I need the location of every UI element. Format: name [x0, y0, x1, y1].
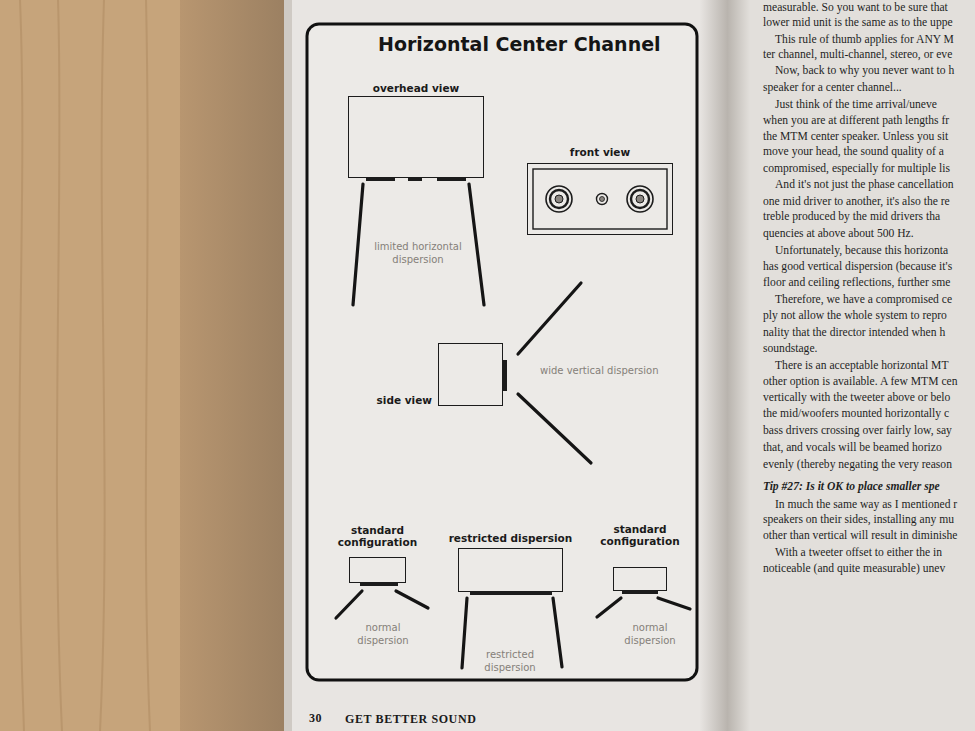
- dispersion-line: [518, 394, 591, 463]
- body-text-line: speaker for a center channel...: [763, 81, 902, 95]
- body-text-line: other than vertical will result in dimin…: [763, 529, 957, 543]
- body-text-line: measurable. So you want to be sure that: [763, 1, 948, 15]
- woofer: [546, 186, 572, 212]
- dispersion-line: [658, 598, 690, 609]
- gutter-shadow: [700, 0, 750, 731]
- running-footer: GET BETTER SOUND: [345, 712, 476, 727]
- wood-grain: [19, 0, 24, 731]
- body-text-line: vertically with the tweeter above or bel…: [763, 391, 950, 405]
- body-text-line: one mid driver to another, it's also the…: [763, 195, 950, 209]
- tweeter-dome: [600, 197, 605, 202]
- dispersion-line: [553, 598, 562, 667]
- body-text-line: the MTM center speaker. Unless you sit: [763, 130, 948, 144]
- body-text-line: There is an acceptable horizontal MT: [775, 359, 949, 373]
- body-text-line: bass drivers crossing over fairly low, s…: [763, 424, 952, 438]
- body-text-line: floor and ceiling reflections, further s…: [763, 276, 950, 290]
- dispersion-line: [396, 591, 428, 608]
- body-text-line: compromised, especially for multiple lis: [763, 162, 950, 176]
- body-text-line: move your head, the sound quality of a: [763, 145, 944, 159]
- view-heading: front view: [570, 146, 630, 159]
- woofer-cap: [636, 195, 644, 203]
- dispersion-note: wide vertical dispersion: [540, 365, 659, 378]
- wood-table: [0, 0, 180, 731]
- dispersion-line: [353, 184, 363, 305]
- woofer-cone: [550, 190, 568, 208]
- speaker-front-lip: [408, 178, 422, 181]
- dispersion-note: normal dispersion: [619, 622, 681, 647]
- dispersion-line: [518, 283, 581, 354]
- body-text-line: quencies at above about 500 Hz.: [763, 227, 914, 241]
- tweeter: [597, 194, 608, 205]
- woofer: [546, 186, 653, 212]
- body-text-line: ter channel, multi-channel, stereo, or e…: [763, 48, 952, 62]
- speaker-front-lip: [622, 591, 658, 594]
- dispersion-line: [597, 598, 621, 617]
- speaker-front-lip: [366, 178, 395, 181]
- body-text-line: treble produced by the mid drivers tha: [763, 210, 940, 224]
- speaker-front-lip: [366, 178, 466, 181]
- dispersion-line: [469, 184, 484, 305]
- wood-grain: [19, 0, 150, 731]
- view-heading: restricted dispersion: [449, 532, 573, 545]
- body-text-line: ply not allow the whole system to repro: [763, 309, 947, 323]
- woofer: [627, 186, 653, 212]
- body-text-line: Therefore, we have a compromised ce: [775, 293, 952, 307]
- speaker-box: standard configuration: [349, 557, 406, 583]
- body-text-line: Just think of the time arrival/uneve: [775, 98, 937, 112]
- wood-grain: [57, 0, 62, 731]
- left-page: [292, 0, 712, 731]
- wood-grain: [100, 0, 105, 731]
- woofer-cone: [631, 190, 649, 208]
- wood-grain: [146, 0, 150, 731]
- body-text-line: evenly (thereby negating the very reason: [763, 458, 952, 472]
- speaker-front-lip: [470, 592, 552, 595]
- speaker-front-lip: [360, 583, 398, 586]
- wood-shadow: [180, 0, 290, 731]
- body-text-line: the mid/woofers mounted horizontally c: [763, 407, 949, 421]
- speaker-front-lip: [437, 178, 466, 181]
- speaker-box: restricted dispersion: [458, 548, 563, 592]
- diagram-title: Horizontal Center Channel: [378, 33, 661, 55]
- speaker-front-lip: [503, 360, 507, 391]
- speaker-baffle: [533, 169, 667, 229]
- speaker-box: front view: [527, 163, 673, 235]
- body-text-line: This rule of thumb applies for ANY M: [775, 33, 954, 47]
- body-text-line: other option is available. A few MTM cen: [763, 375, 957, 389]
- view-heading: overhead view: [373, 82, 459, 95]
- diagram-frame: [307, 24, 697, 680]
- view-heading: standard configuration: [592, 523, 688, 548]
- dispersion-note: limited horizontal dispersion: [372, 241, 464, 266]
- speaker-box: side view: [438, 343, 503, 406]
- body-text-line: And it's not just the phase cancellation: [775, 178, 954, 192]
- body-text-line: soundstage.: [763, 342, 817, 356]
- view-heading: side view: [377, 394, 432, 407]
- body-text-line: has good vertical dispersion (because it…: [763, 260, 952, 274]
- view-heading: standard configuration: [330, 524, 426, 549]
- body-text-line: speakers on their sides, installing any …: [763, 513, 954, 527]
- body-text-line: Now, back to why you never want to h: [775, 64, 954, 78]
- body-text-line: lower mid unit is the same as to the upp…: [763, 16, 953, 30]
- dispersion-line: [462, 598, 467, 668]
- dispersion-note: restricted dispersion: [475, 649, 545, 674]
- speaker-box: standard configuration: [613, 567, 667, 591]
- speaker-box: overhead view: [348, 96, 484, 178]
- body-text-line: when you are at different path lengths f…: [763, 114, 949, 128]
- tip-heading: Tip #27: Is it OK to place smaller spe: [763, 480, 940, 494]
- body-text-line: Unfortunately, because this horizonta: [775, 244, 948, 258]
- body-text-line: nality that the director intended when h: [763, 326, 945, 340]
- page-number: 30: [309, 711, 322, 726]
- woofer-cap: [555, 195, 563, 203]
- body-text-line: With a tweeter offset to either the in: [775, 546, 942, 560]
- right-page: [750, 0, 975, 731]
- dispersion-lines: [336, 184, 690, 668]
- dispersion-line: [336, 591, 362, 618]
- dispersion-note: normal dispersion: [352, 622, 414, 647]
- body-text-line: that, and vocals will be beamed horizo: [763, 441, 942, 455]
- body-text-line: In much the same way as I mentioned r: [775, 498, 957, 512]
- body-text-line: noticeable (and quite measurable) unev: [763, 562, 945, 576]
